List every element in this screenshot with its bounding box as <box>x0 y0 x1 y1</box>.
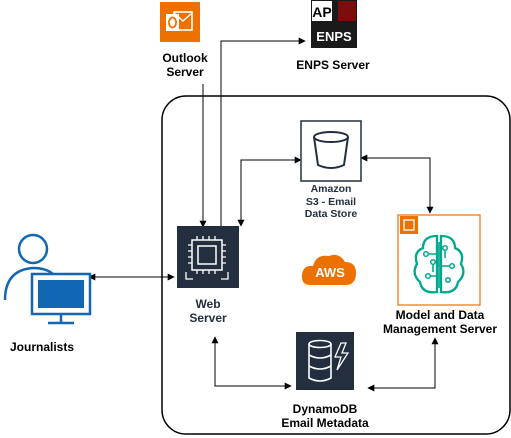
enps-server-label: ENPS Server <box>296 58 370 72</box>
ap-logo-text: AP <box>312 4 331 20</box>
journalists-label: Journalists <box>9 340 75 354</box>
ap-enps-logo: AP ENPS <box>311 0 357 48</box>
connector-web-s3 <box>237 156 302 227</box>
connector-web-dynamo <box>211 336 292 390</box>
connector-dynamo-model <box>367 337 439 392</box>
aws-cloud-icon: AWS <box>301 254 356 285</box>
aws-cloud-label: AWS <box>315 265 345 280</box>
sagemaker-brain-icon <box>397 214 481 306</box>
connector-web-enps <box>220 37 306 228</box>
s3-bucket-icon <box>300 120 362 182</box>
web-server-label: Web Server <box>189 297 227 325</box>
outlook-server-label: Outlook Server <box>162 51 208 79</box>
user-computer-icon <box>3 233 92 325</box>
outlook-icon <box>160 2 200 42</box>
enps-logo-text: ENPS <box>316 29 352 44</box>
dynamodb-icon <box>296 332 354 390</box>
connector-s3-model <box>360 154 434 214</box>
dynamodb-label: DynamoDB Email Metadata <box>281 402 369 430</box>
model-server-label: Model and Data Management Server <box>382 308 498 336</box>
aws-boundary <box>161 95 511 435</box>
ec2-chip-icon <box>177 226 239 288</box>
s3-label: Amazon S3 - Email Data Store <box>304 183 358 220</box>
